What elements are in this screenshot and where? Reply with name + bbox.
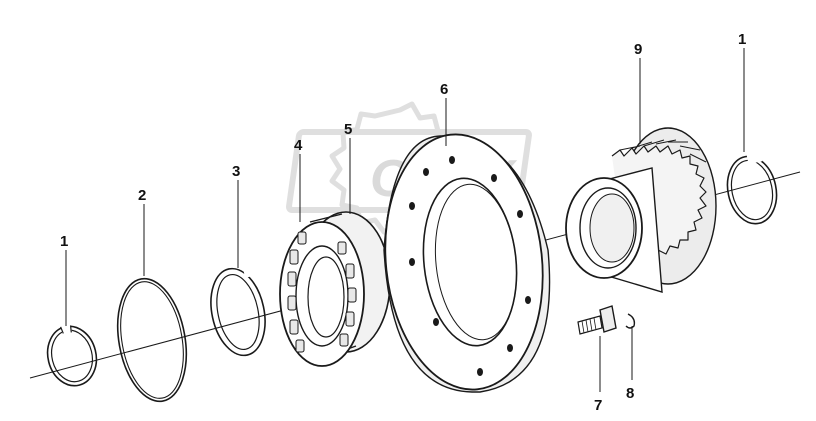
leader-lines bbox=[65, 48, 745, 392]
part-1-left-snap-ring bbox=[46, 323, 98, 387]
callout-1-right: 1 bbox=[738, 31, 746, 48]
part-4-roller-bearing bbox=[279, 211, 391, 367]
bolt-head bbox=[599, 305, 617, 333]
part-1-right-snap-ring bbox=[726, 151, 778, 225]
callout-6: 6 bbox=[440, 81, 448, 98]
callout-4: 4 bbox=[294, 137, 303, 154]
part-8-spring-washer bbox=[625, 313, 636, 329]
callout-2: 2 bbox=[138, 187, 146, 204]
gear-hub-bore-shade bbox=[589, 193, 635, 263]
part-2-thin-ring bbox=[116, 277, 188, 403]
callout-3: 3 bbox=[232, 163, 240, 180]
part-6-flange-plate bbox=[383, 133, 551, 393]
callout-5: 5 bbox=[344, 121, 352, 138]
part-3-retaining-ring bbox=[210, 263, 266, 357]
bearing-bore bbox=[307, 256, 345, 338]
bolt-thread-lines bbox=[581, 317, 597, 334]
bearing-rollers bbox=[287, 231, 357, 353]
callout-labels: 1 2 3 4 5 6 7 8 9 1 bbox=[60, 31, 746, 414]
callout-8: 8 bbox=[626, 385, 634, 402]
part-9-gear-hub bbox=[565, 127, 717, 293]
callout-1-left: 1 bbox=[60, 233, 68, 250]
flange-bolt-holes bbox=[409, 156, 531, 376]
callout-9: 9 bbox=[634, 41, 642, 58]
part-7-bolt bbox=[577, 305, 617, 335]
callout-7: 7 bbox=[594, 397, 602, 414]
flange-bore-depth bbox=[434, 183, 518, 341]
gear-teeth-lines bbox=[619, 139, 707, 163]
bolt-shank bbox=[577, 315, 603, 335]
